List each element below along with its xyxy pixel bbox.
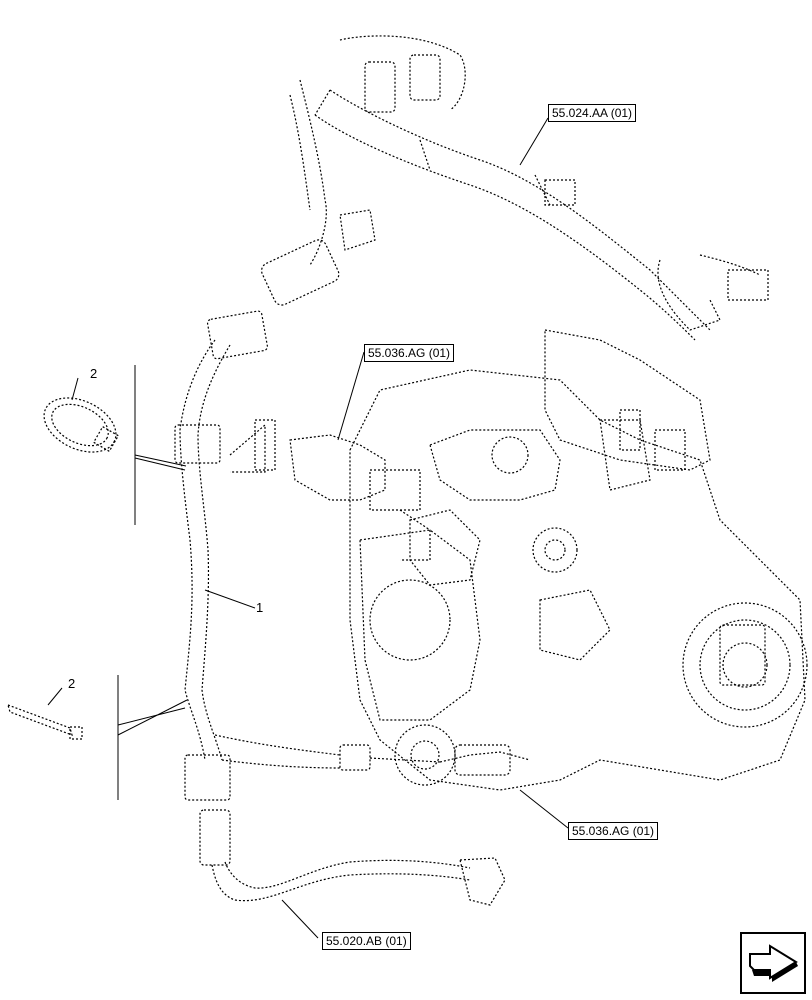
reference-label-55-020[interactable]: 55.020.AB (01) <box>322 932 411 950</box>
callout-item-2-clamp: 2 <box>90 366 98 381</box>
lower-harness <box>199 809 506 906</box>
next-page-arrow-icon[interactable] <box>740 932 806 994</box>
reference-label-55-024[interactable]: 55.024.AA (01) <box>548 104 637 122</box>
callout-item-2-tie: 2 <box>68 676 76 691</box>
upper-harness <box>261 35 769 341</box>
sensor-upper <box>254 419 431 561</box>
cable-tie-part <box>7 704 83 740</box>
reference-label-55-036-upper[interactable]: 55.036.AG (01) <box>364 344 455 362</box>
reference-label-55-036-lower[interactable]: 55.036.AG (01) <box>568 822 659 840</box>
main-harness <box>174 310 531 801</box>
clamp-part <box>43 397 120 453</box>
pump-body <box>349 329 808 791</box>
callout-item-1-harness: 1 <box>256 600 264 615</box>
